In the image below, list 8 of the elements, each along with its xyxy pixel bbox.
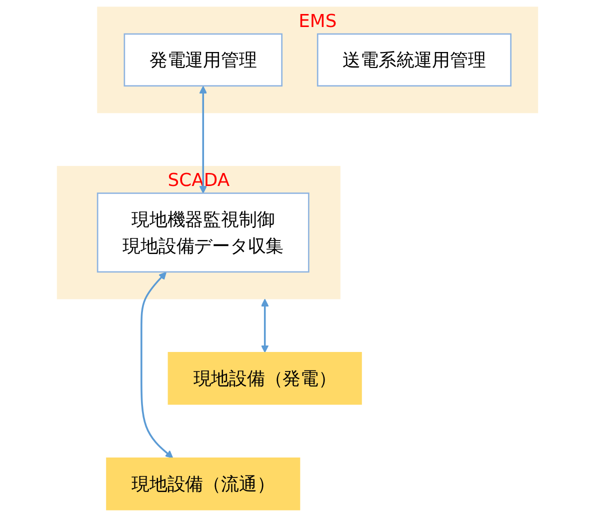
- node-box: 現地設備（発電）: [167, 352, 362, 405]
- arrow: [198, 86, 207, 194]
- node-box: 送電系統運用管理: [316, 33, 511, 87]
- node-box: 現地設備（流通）: [106, 458, 300, 510]
- arrow: [260, 298, 268, 353]
- node-box: 発電運用管理: [123, 33, 282, 87]
- arrow: [140, 272, 173, 458]
- node-box: 現地機器監視制御 現地設備データ収集: [96, 192, 309, 273]
